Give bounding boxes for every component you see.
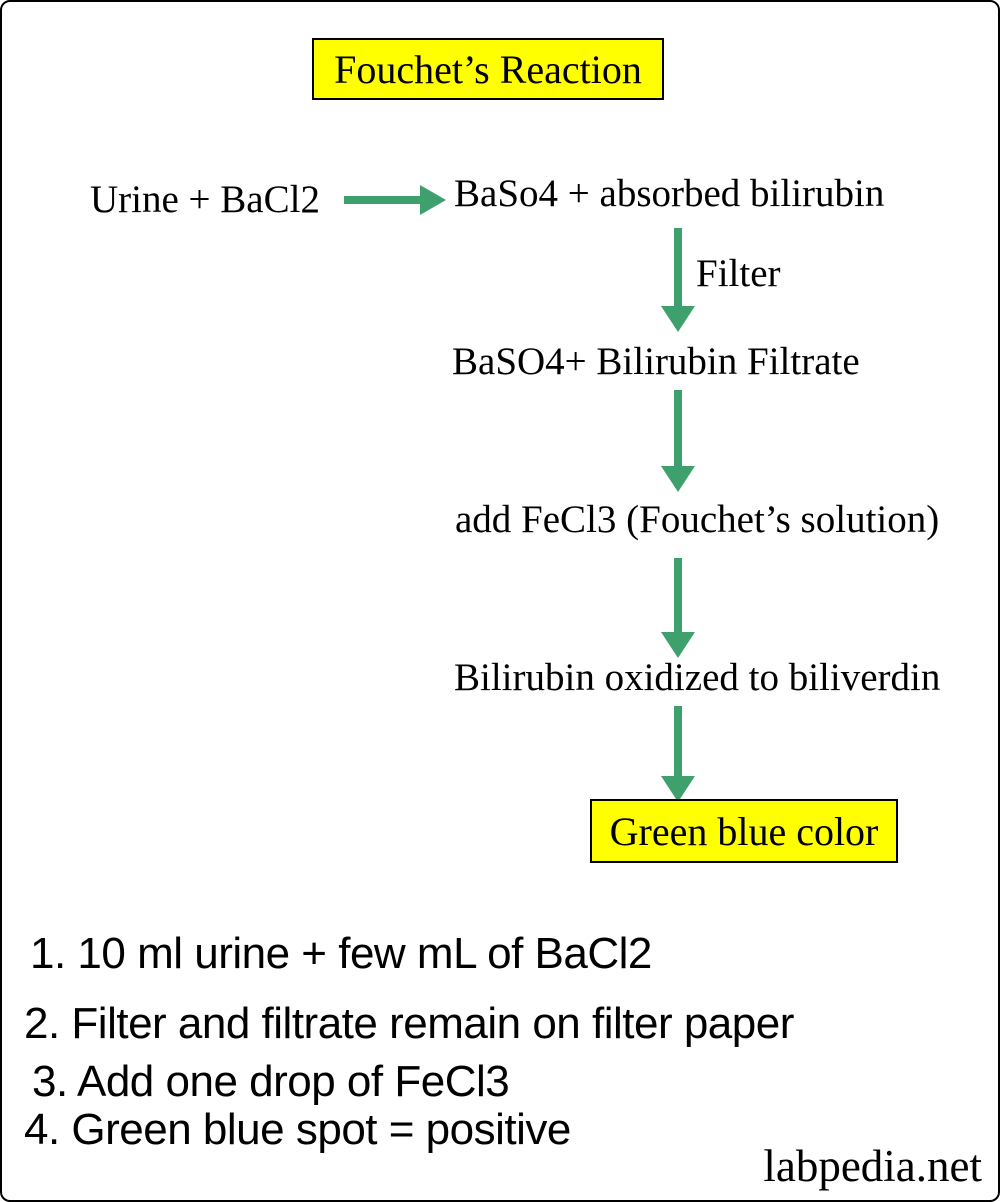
arrow-right-stem: [344, 196, 422, 204]
arrow-down-stem: [674, 390, 682, 466]
arrow-down-head: [661, 776, 695, 802]
flow-node-baso4-absorbed: BaSo4 + absorbed bilirubin: [454, 172, 885, 215]
arrow-right-icon: [344, 185, 446, 215]
arrow-down-icon: [661, 228, 695, 332]
diagram-title: Fouchet’s Reaction: [334, 46, 642, 92]
result-label: Green blue color: [609, 808, 879, 854]
arrow-down-head: [661, 306, 695, 332]
arrow-down-stem: [674, 558, 682, 632]
result-box: Green blue color: [590, 799, 898, 863]
arrow-down-head: [661, 466, 695, 492]
procedure-step-1: 1. 10 ml urine + few mL of BaCl2: [30, 929, 652, 978]
flow-node-fecl3: add FeCl3 (Fouchet’s solution): [455, 498, 940, 541]
flow-node-oxidized: Bilirubin oxidized to biliverdin: [454, 656, 941, 699]
procedure-step-3: 3. Add one drop of FeCl3: [32, 1057, 510, 1106]
flow-node-filtrate: BaSO4+ Bilirubin Filtrate: [452, 340, 860, 383]
title-box: Fouchet’s Reaction: [312, 38, 664, 100]
arrow-right-head: [420, 185, 446, 215]
arrow-down-head: [661, 632, 695, 658]
arrow-down-stem: [674, 228, 682, 306]
arrow-down-stem: [674, 706, 682, 776]
procedure-step-2: 2. Filter and filtrate remain on filter …: [24, 999, 794, 1048]
procedure-step-4: 4. Green blue spot = positive: [24, 1105, 571, 1154]
arrow-down-icon: [661, 706, 695, 802]
flow-node-urine-bacl2: Urine + BaCl2: [90, 178, 320, 221]
arrow-down-icon: [661, 390, 695, 492]
watermark: labpedia.net: [763, 1141, 982, 1191]
filter-label: Filter: [696, 252, 781, 295]
arrow-down-icon: [661, 558, 695, 658]
